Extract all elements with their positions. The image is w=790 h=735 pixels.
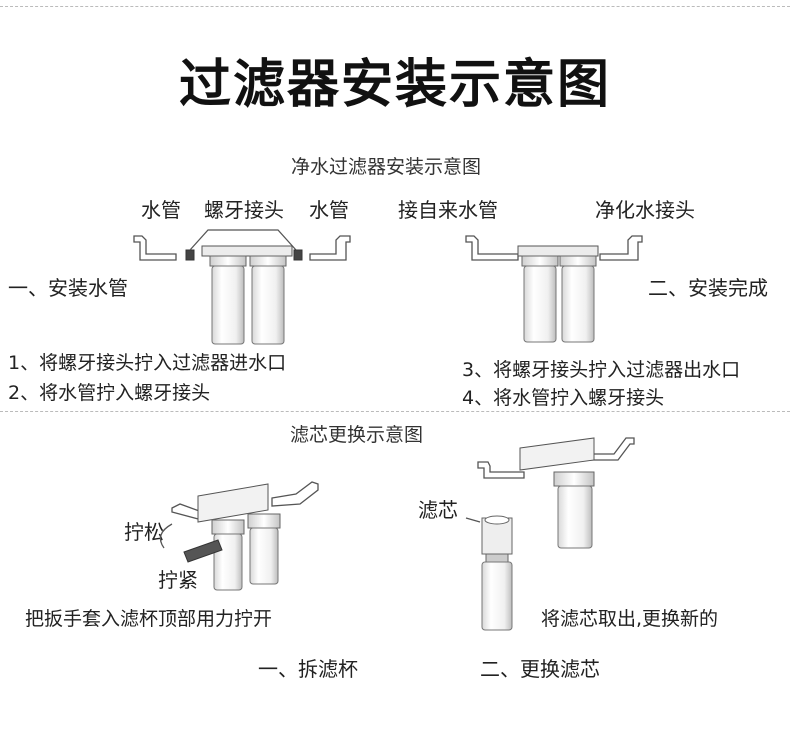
install-stage-1: 一、安装水管 bbox=[8, 276, 128, 300]
page-title: 过滤器安装示意图 bbox=[178, 55, 611, 115]
top-divider bbox=[0, 6, 790, 7]
label-tap-pipe: 接自来水管 bbox=[398, 198, 498, 222]
label-purified-joint: 净化水接头 bbox=[595, 198, 695, 222]
twin-filter-with-wrench bbox=[159, 481, 319, 591]
install-step-4: 4、将水管拧入螺牙接头 bbox=[462, 387, 665, 409]
install-stage-2: 二、安装完成 bbox=[648, 276, 768, 300]
section-divider bbox=[0, 411, 790, 412]
filter-cartridge-removal bbox=[465, 437, 635, 631]
replace-instruction-right: 将滤芯取出,更换新的 bbox=[541, 608, 719, 630]
twin-filter-exploded bbox=[133, 229, 351, 345]
label-thread-joint: 螺牙接头 bbox=[204, 198, 284, 222]
install-step-1: 1、将螺牙接头拧入过滤器进水口 bbox=[8, 352, 287, 374]
install-step-3: 3、将螺牙接头拧入过滤器出水口 bbox=[462, 359, 741, 381]
twin-filter-assembled bbox=[465, 235, 643, 343]
install-heading: 净水过滤器安装示意图 bbox=[291, 156, 482, 178]
replace-stage-2: 二、更换滤芯 bbox=[480, 657, 600, 681]
replace-heading: 滤芯更换示意图 bbox=[290, 424, 424, 446]
install-step-2: 2、将水管拧入螺牙接头 bbox=[8, 382, 211, 404]
label-loosen: 拧松 bbox=[124, 520, 164, 544]
replace-stage-1: 一、拆滤杯 bbox=[258, 657, 358, 681]
label-water-pipe-left: 水管 bbox=[141, 198, 181, 222]
label-water-pipe-right: 水管 bbox=[309, 198, 349, 222]
label-tighten: 拧紧 bbox=[158, 568, 198, 592]
replace-instruction-left: 把扳手套入滤杯顶部用力拧开 bbox=[25, 608, 273, 630]
label-cartridge: 滤芯 bbox=[418, 498, 458, 522]
